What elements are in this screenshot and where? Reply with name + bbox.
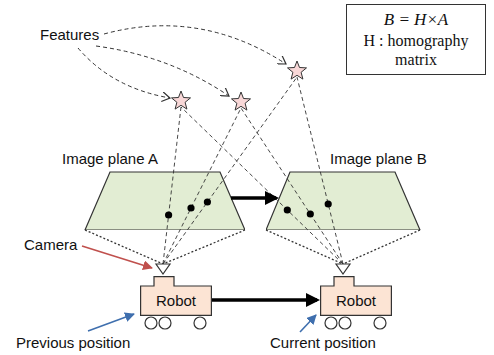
robot-label: Robot — [336, 292, 376, 310]
camera-label: Camera — [24, 236, 77, 254]
feature-star — [232, 92, 251, 110]
wheel — [194, 317, 206, 329]
image-point — [307, 210, 314, 217]
feature-pointer — [78, 48, 170, 98]
projection-ray — [297, 77, 343, 264]
wheel — [159, 317, 171, 329]
image-point — [284, 206, 291, 213]
camera-pointer — [82, 246, 152, 268]
robot-text-area: Robot — [140, 286, 212, 316]
motion-arrow — [212, 298, 317, 302]
feature-pointer — [104, 26, 286, 64]
label-anchor: Previous position — [16, 334, 130, 352]
camera-symbol — [156, 264, 170, 274]
equation-note: H : homography matrix — [351, 31, 481, 69]
view-cone-line — [163, 230, 245, 264]
projection-ray — [163, 107, 181, 264]
feature-star — [288, 61, 307, 79]
wheel — [374, 317, 386, 329]
projection-ray — [163, 77, 297, 264]
wheel — [325, 317, 337, 329]
position-pointer — [300, 315, 316, 332]
features-label: Features — [40, 26, 99, 44]
image-point — [325, 200, 332, 207]
image-plane-trapezoid — [266, 172, 420, 230]
robot-body: Robot — [140, 276, 212, 316]
equation: B = H×A — [351, 10, 481, 29]
projection-ray — [241, 108, 343, 264]
label-anchor: Camera — [24, 236, 77, 254]
robot-wheels — [145, 317, 386, 329]
image-point — [204, 198, 211, 205]
feature-star — [172, 91, 191, 109]
camera-symbol — [336, 264, 350, 274]
wheel — [339, 317, 351, 329]
position-pointer — [88, 314, 134, 331]
position-label: Current position — [270, 334, 376, 352]
robot-text-area: Robot — [320, 286, 392, 316]
label-anchor: Features — [40, 26, 99, 44]
projection-ray — [181, 107, 343, 264]
plane-heading: Image plane B — [330, 150, 427, 168]
image-plane: Image plane A — [60, 150, 245, 230]
view-cone-line — [343, 230, 420, 264]
wheel — [145, 317, 157, 329]
view-cone-line — [266, 230, 343, 264]
robot-outline — [321, 277, 392, 316]
robot-label: Robot — [156, 292, 196, 310]
image-plane-trapezoid — [85, 172, 245, 230]
view-cone-line — [85, 230, 163, 264]
motion-arrow — [231, 196, 276, 200]
robot-outline — [141, 277, 212, 316]
label-anchor: Current position — [270, 334, 376, 352]
robot-body: Robot — [320, 276, 392, 316]
image-point — [165, 211, 172, 218]
projection-ray — [163, 108, 241, 264]
position-label: Previous position — [16, 334, 130, 352]
feature-pointer — [96, 46, 229, 96]
formula-box: B = H×A H : homography matrix — [346, 4, 486, 75]
plane-heading: Image plane A — [62, 150, 158, 168]
image-point — [187, 204, 194, 211]
image-plane: Image plane B — [266, 150, 430, 230]
